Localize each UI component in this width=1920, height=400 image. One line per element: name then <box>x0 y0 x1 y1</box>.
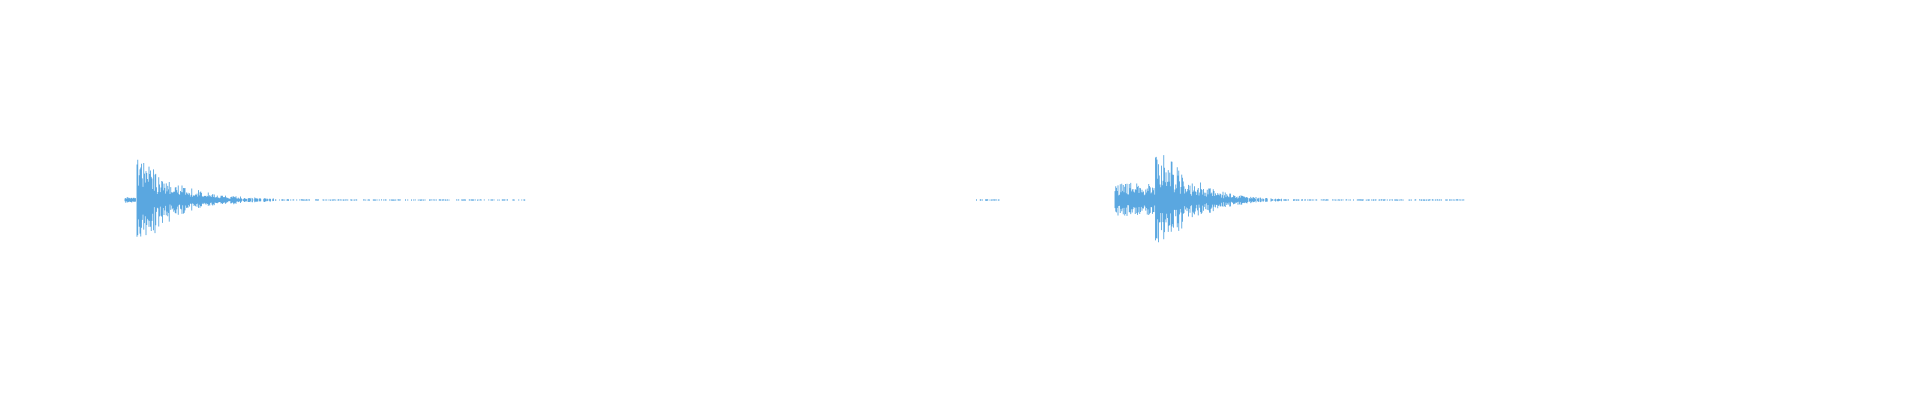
waveform-segment-2 <box>976 198 1000 201</box>
waveform-segment-3 <box>1114 155 1465 243</box>
waveform-layer <box>124 155 1465 243</box>
waveform-segment-1 <box>124 159 526 237</box>
